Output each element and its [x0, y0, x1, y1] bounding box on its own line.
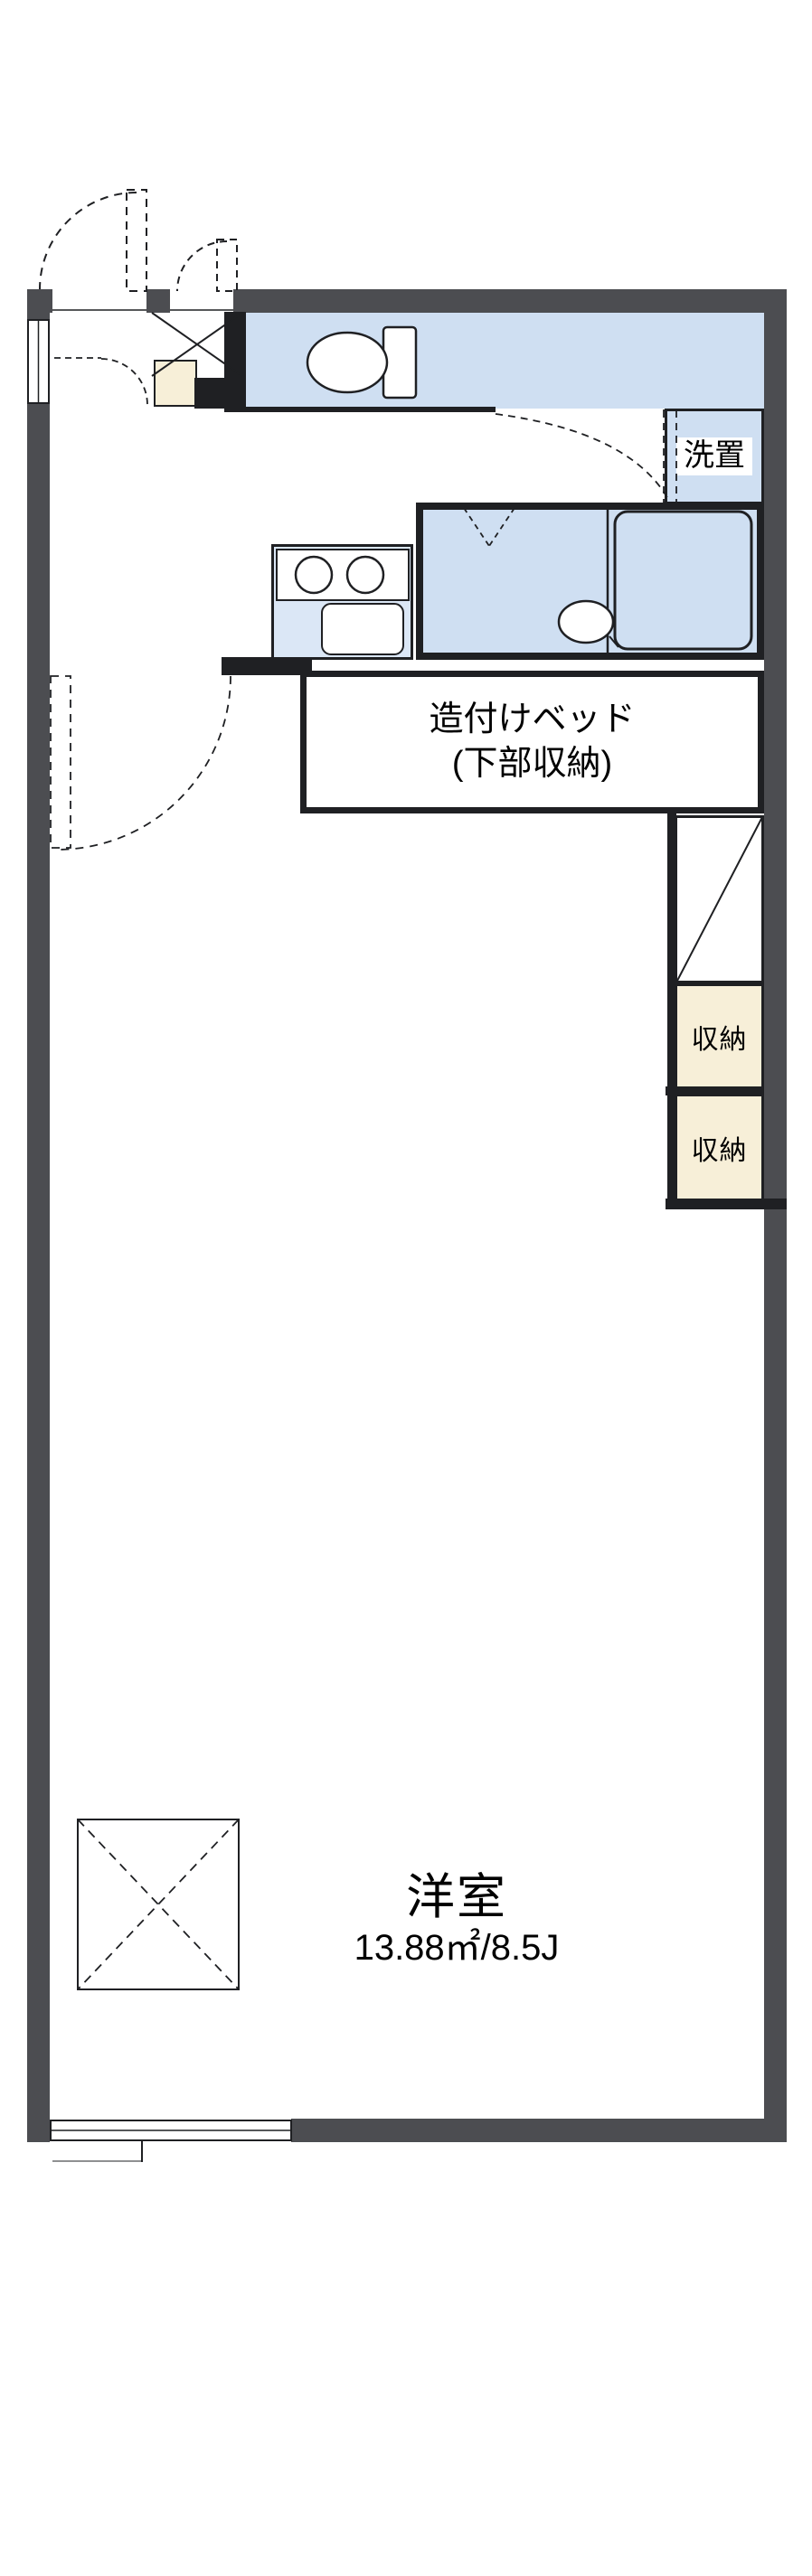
left-window — [27, 319, 50, 404]
room-door-swing-arc — [50, 675, 231, 851]
wall-closet-bottom — [666, 1199, 787, 1209]
wall-bottom-left — [27, 2119, 50, 2142]
storage-label-1: 収納 — [691, 1025, 748, 1055]
laundry-room: 洗置 — [665, 409, 764, 504]
toilet-door-swing-arc — [495, 409, 677, 503]
open-shelf-box — [675, 815, 764, 983]
meter-box-door-swing-arc — [176, 239, 238, 292]
bed-label: 造付けベッド (下部収納) — [429, 698, 635, 787]
toilet-room — [246, 312, 764, 409]
wall-top-mid — [146, 289, 170, 313]
storage-closet-1: 収納 — [675, 983, 764, 1090]
built-in-bed-room: 造付けベッド (下部収納) — [300, 671, 764, 813]
shoe-cabinet-door-swing-arc — [54, 357, 148, 406]
wall-bottom-right — [291, 2119, 787, 2142]
main-room-area: 13.88㎡/8.5J — [354, 1928, 560, 1968]
laundry-label: 洗置 — [676, 437, 752, 475]
entrance-door-swing-arc — [39, 189, 147, 292]
bottom-window — [50, 2120, 292, 2162]
wall-closet-left — [667, 813, 676, 1209]
dashed-furniture-box — [77, 1819, 240, 1990]
storage-label-2: 収納 — [691, 1136, 748, 1166]
wall-hall — [222, 657, 312, 675]
kitchen-unit — [271, 544, 413, 660]
storage-closet-2: 収納 — [675, 1094, 764, 1202]
wall-right — [764, 289, 787, 2142]
wall-left-upper — [27, 289, 50, 320]
bathroom — [416, 503, 764, 660]
bed-label-line1: 造付けベッド — [429, 700, 636, 738]
wall-corridor-top — [224, 407, 496, 412]
main-room-name: 洋室 — [406, 1870, 507, 1924]
wall-left-lower — [27, 403, 50, 2142]
wall-top-right — [233, 289, 787, 313]
bed-label-line2: (下部収納) — [451, 745, 613, 783]
entrance-step — [154, 360, 197, 407]
wall-entrance-stub — [194, 378, 246, 409]
wall-closet-divider — [666, 1086, 764, 1095]
